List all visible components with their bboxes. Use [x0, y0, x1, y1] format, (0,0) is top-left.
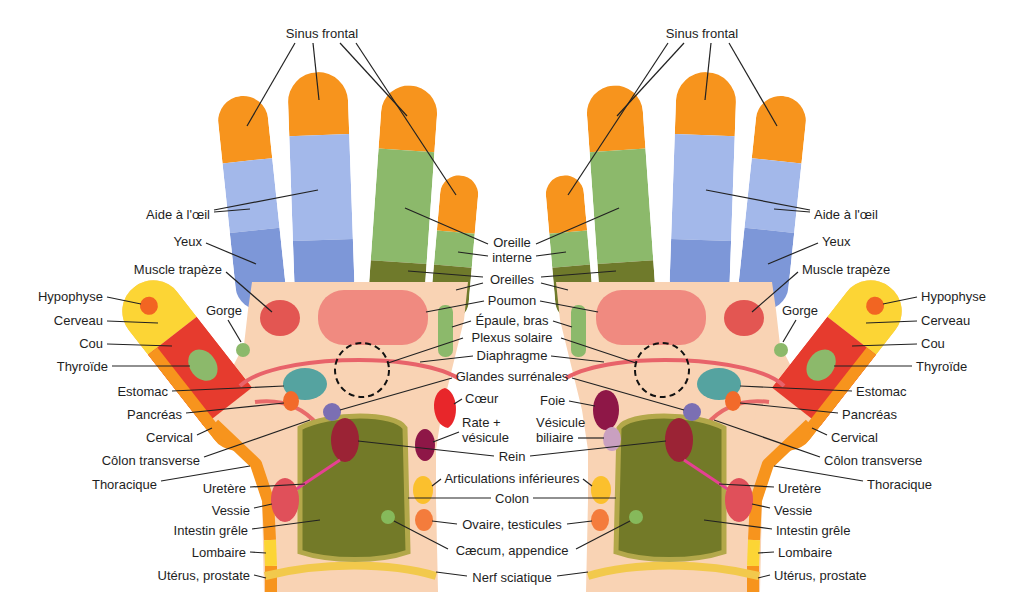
- illustration-part: [578, 437, 604, 438]
- zone-label: Oreille interne: [486, 235, 538, 265]
- zone-label: Thyroïde: [57, 359, 108, 374]
- zone-label: Muscle trapèze: [802, 262, 890, 277]
- zone-label: Aide à l'œil: [814, 207, 878, 222]
- zone-label: Lombaire: [192, 545, 246, 560]
- zone-label: Vessie: [212, 503, 250, 518]
- zone-label: Épaule, bras: [476, 313, 549, 328]
- zone-label: Utérus, prostate: [774, 568, 867, 583]
- zone-label: Cou: [921, 336, 945, 351]
- right-hand: [544, 71, 914, 592]
- zone-label: Gorge: [206, 303, 242, 318]
- zone-label: Cervical: [831, 430, 878, 445]
- zone-label: Côlon transverse: [102, 453, 200, 468]
- zone-label: Cou: [79, 336, 103, 351]
- zone-label: Intestin grêle: [174, 523, 248, 538]
- zone-label: Colon: [495, 491, 529, 506]
- zone-label-top: Sinus frontal: [286, 26, 358, 41]
- zone-label: Pancréas: [127, 407, 182, 422]
- zone-label: Cervical: [146, 430, 193, 445]
- zone-label: Estomac: [117, 384, 168, 399]
- zone-label: Cerveau: [921, 313, 970, 328]
- zone-label: Thoracique: [92, 477, 157, 492]
- illustration-part: [433, 432, 459, 442]
- left-hand: [110, 71, 480, 592]
- zone-label: Estomac: [856, 384, 907, 399]
- zone-label: Poumon: [488, 293, 536, 308]
- zone-label: Lombaire: [778, 545, 832, 560]
- leader-lines-left: [107, 43, 494, 578]
- spleen-zone: [415, 429, 435, 461]
- zone-label: Ovaire, testicules: [462, 517, 562, 532]
- zone-label: Diaphragme: [477, 348, 548, 363]
- zone-label: Pancréas: [842, 407, 897, 422]
- illustration-part: [569, 401, 595, 406]
- zone-label: Hypophyse: [921, 289, 986, 304]
- zone-label: Yeux: [822, 234, 850, 249]
- zone-label: Yeux: [174, 234, 202, 249]
- illustration-part: [454, 399, 462, 404]
- zone-label: Cœur: [465, 391, 498, 406]
- zone-label: Utérus, prostate: [158, 568, 251, 583]
- zone-label: Cerveau: [54, 313, 103, 328]
- zone-label: Aide à l'œil: [146, 207, 210, 222]
- zone-label: Plexus solaire: [472, 330, 553, 345]
- zone-label: Muscle trapèze: [134, 262, 222, 277]
- zone-label: Rate + vésicule: [462, 415, 522, 445]
- zone-label: Rein: [499, 449, 526, 464]
- zone-label: Articulations inférieures: [444, 471, 579, 486]
- zone-label: Uretère: [778, 481, 821, 496]
- zone-label: Oreilles: [490, 272, 534, 287]
- zone-label: Vessie: [774, 503, 812, 518]
- zone-label: Uretère: [203, 481, 246, 496]
- zone-label: Cæcum, appendice: [456, 543, 569, 558]
- leader-lines-right: [530, 43, 917, 578]
- zone-label: Nerf sciatique: [472, 570, 551, 585]
- zone-label: Thoracique: [867, 477, 932, 492]
- zone-label: Thyroïde: [916, 359, 967, 374]
- zone-label: Gorge: [782, 303, 818, 318]
- zone-label-top: Sinus frontal: [666, 26, 738, 41]
- zone-label: Hypophyse: [38, 289, 103, 304]
- zone-label: Vésicule biliaire: [536, 415, 596, 445]
- zone-label: Côlon transverse: [824, 453, 922, 468]
- heart-zone: [434, 388, 456, 428]
- zone-label: Intestin grêle: [776, 523, 850, 538]
- liver-zone: [593, 390, 619, 430]
- zone-label: Foie: [540, 393, 565, 408]
- zone-label: Glandes surrénales: [456, 369, 569, 384]
